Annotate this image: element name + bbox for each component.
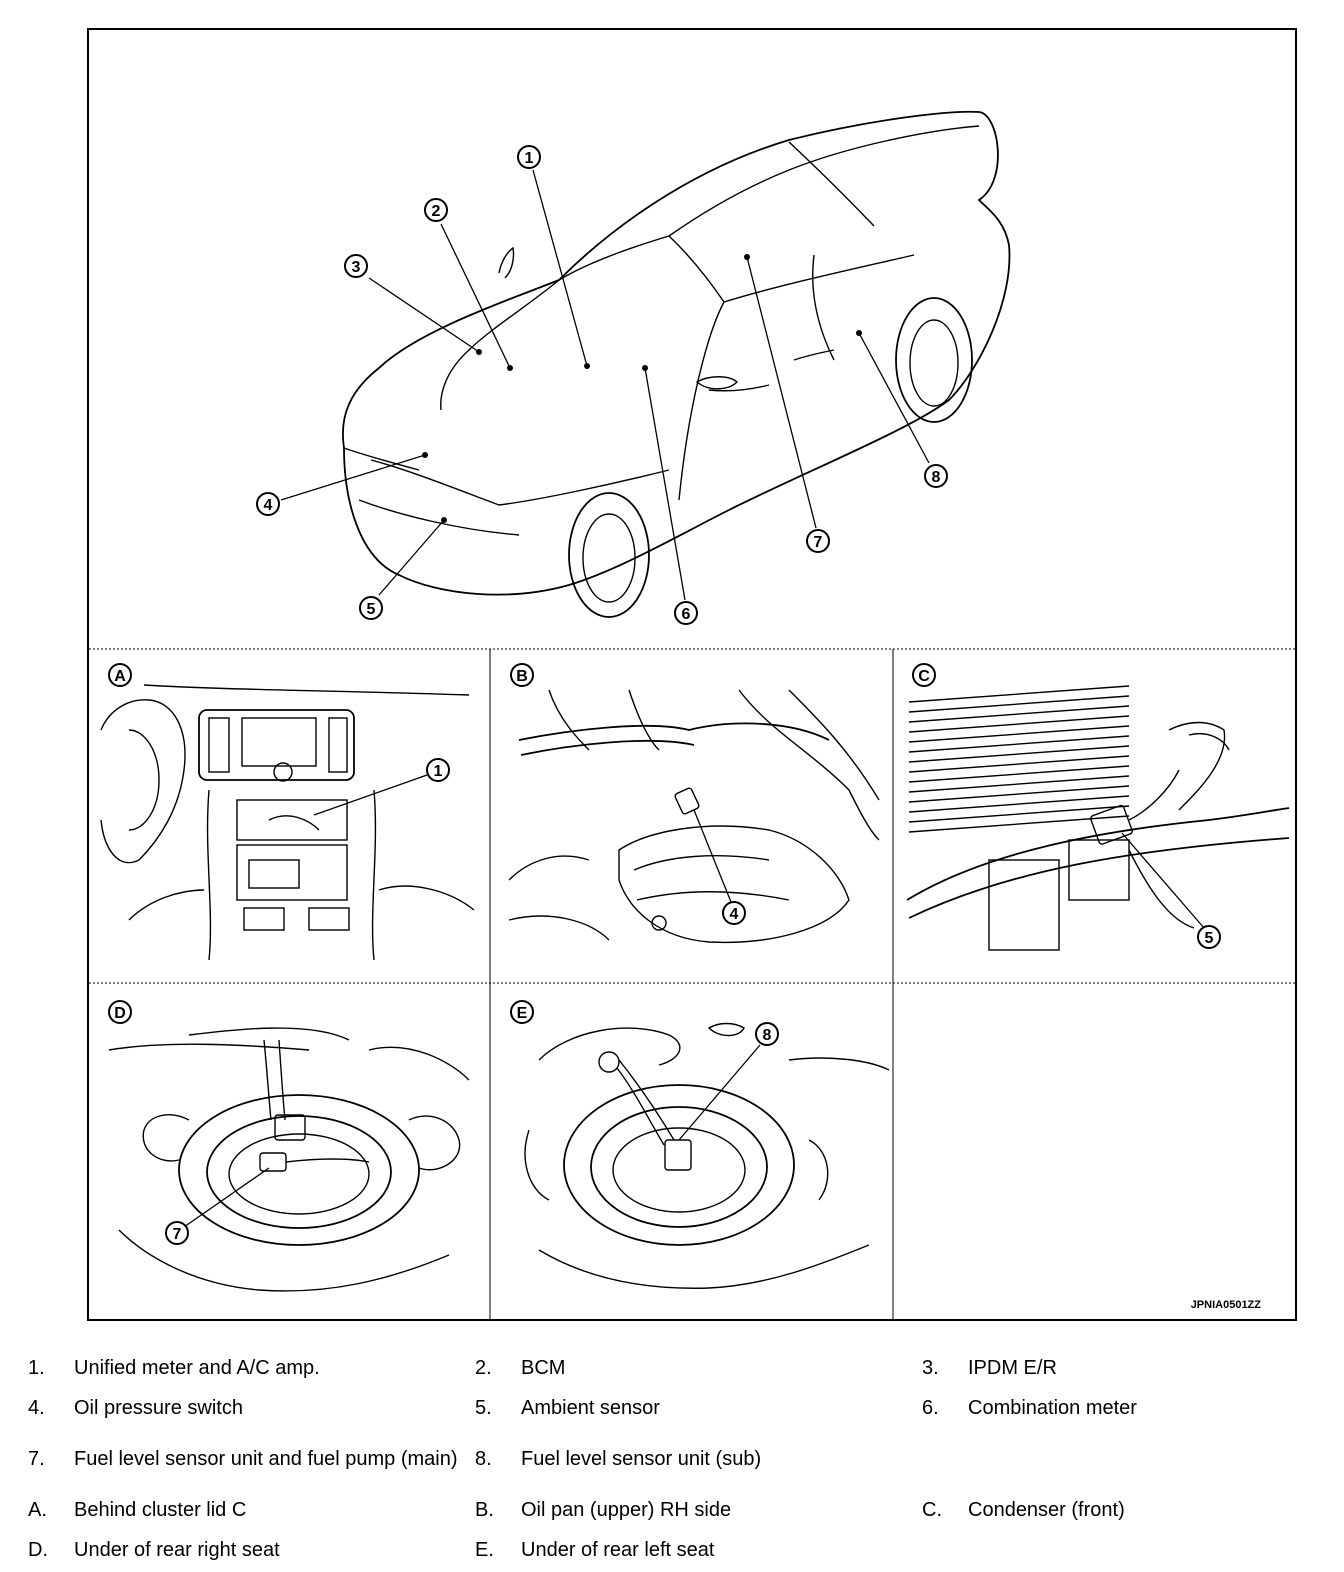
svg-text:C: C [918,668,930,685]
callout-7-label: 7 [814,534,823,551]
legend-number: 3. [922,1356,939,1379]
legend-row-1: 1. Unified meter and A/C amp. 2. BCM 3. IPD… [28,1348,1318,1388]
callout-7: 7 [806,529,830,553]
svg-text:7: 7 [173,1226,182,1243]
panel-e-rear-left-seat: E 8 [510,1000,890,1289]
legend-item: B. Oil pan (upper) RH side [475,1490,915,1530]
svg-text:4: 4 [730,906,739,923]
svg-text:E: E [517,1005,528,1022]
panel-a-letter: A [108,663,132,687]
legend-text: Ambient sensor [521,1396,660,1419]
svg-text:5: 5 [1205,930,1214,947]
panel-d-callout: 7 [165,1221,189,1245]
callout-3-label: 3 [352,259,361,276]
legend-number: 8. [475,1447,492,1470]
svg-text:D: D [114,1005,126,1022]
legend-text: Under of rear left seat [521,1538,715,1561]
panel-c-letter: C [912,663,936,687]
legend-number: D. [28,1538,48,1561]
legend-item: E. Under of rear left seat [475,1530,915,1570]
legend-text: Behind cluster lid C [74,1498,247,1521]
svg-text:A: A [114,668,126,685]
callout-1-label: 1 [525,150,534,167]
figure-drawing: 1 2 3 4 5 6 7 8 A 1 B [89,110,1295,1319]
legend-text: BCM [521,1356,566,1379]
legend-item: 2. BCM [475,1348,915,1388]
legend-text: IPDM E/R [968,1356,1057,1379]
legend-text: Oil pan (upper) RH side [521,1498,732,1521]
legend-row-4: A. Behind cluster lid C B. Oil pan (upper)… [28,1490,1318,1530]
legend-number: 5. [475,1396,492,1419]
legend-number: B. [475,1498,494,1521]
panel-e-letter: E [510,1000,534,1024]
callout-4-label: 4 [264,497,273,514]
legend-text: Condenser (front) [968,1498,1125,1521]
panel-c-condenser: C 5 [906,663,1290,951]
panel-b-callout: 4 [722,901,746,925]
legend-item: C. Condenser (front) [922,1490,1312,1530]
callout-2-label: 2 [432,203,441,220]
svg-text:B: B [516,668,528,685]
legend-text: Fuel level sensor unit and fuel pump (ma… [74,1447,458,1470]
legend-text: Unified meter and A/C amp. [74,1356,320,1379]
condenser-fins [908,685,1130,833]
callout-6-label: 6 [682,606,691,623]
legend-item: A. Behind cluster lid C [28,1490,468,1530]
legend-number: 7. [28,1447,45,1470]
panel-d-rear-right-seat: D 7 [108,1000,470,1292]
figure-code: JPNIA0501ZZ [1190,1299,1261,1311]
panel-b-oil-pan: B 4 [508,663,880,944]
component-location-figure: 1 2 3 4 5 6 7 8 A 1 B [87,28,1297,1321]
legend-text: Under of rear right seat [74,1538,280,1561]
svg-text:1: 1 [434,763,443,780]
legend-item: 1. Unified meter and A/C amp. [28,1348,468,1388]
callout-leader-lines [280,169,930,601]
panel-a-dashboard: A 1 [100,663,475,961]
callout-5-label: 5 [367,601,376,618]
panel-c-callout: 5 [1197,925,1221,949]
legend-number: C. [922,1498,942,1521]
callout-8-label: 8 [932,469,941,486]
legend-number: A. [28,1498,47,1521]
legend-row-3: 7. Fuel level sensor unit and fuel pump (… [28,1428,1318,1490]
svg-text:8: 8 [763,1027,772,1044]
legend-item: 6. Combination meter [922,1388,1312,1428]
callout-1: 1 [517,145,541,169]
panel-e-callout: 8 [755,1022,779,1046]
legend-text: Oil pressure switch [74,1396,243,1419]
panel-d-letter: D [108,1000,132,1024]
legend-item: 4. Oil pressure switch [28,1388,468,1428]
legend-text: Fuel level sensor unit (sub) [521,1447,762,1470]
callout-3: 3 [344,254,368,278]
legend-row-5: D. Under of rear right seat E. Under of re… [28,1530,1318,1570]
legend-item: 7. Fuel level sensor unit and fuel pump (… [28,1428,468,1490]
callout-4: 4 [256,492,280,516]
callout-5: 5 [359,596,383,620]
legend-item: 8. Fuel level sensor unit (sub) [475,1428,915,1490]
callout-8: 8 [924,464,948,488]
legend-number: 2. [475,1356,492,1379]
panel-grid [89,648,1295,1319]
panel-a-callout: 1 [426,758,450,782]
legend-item: 3. IPDM E/R [922,1348,1312,1388]
legend-row-2: 4. Oil pressure switch 5. Ambient sensor 6… [28,1388,1318,1428]
legend-item: D. Under of rear right seat [28,1530,468,1570]
component-location-dots [422,254,862,523]
legend-item: 5. Ambient sensor [475,1388,915,1428]
panel-b-letter: B [510,663,534,687]
callout-2: 2 [424,198,448,222]
legend-number: 6. [922,1396,939,1419]
legend-number: 4. [28,1396,45,1419]
callout-6: 6 [674,601,698,625]
legend: 1. Unified meter and A/C amp. 2. BCM 3. IPD… [28,1348,1318,1570]
legend-text: Combination meter [968,1396,1137,1419]
legend-number: 1. [28,1356,45,1379]
car-illustration [342,110,1011,618]
legend-number: E. [475,1538,494,1561]
